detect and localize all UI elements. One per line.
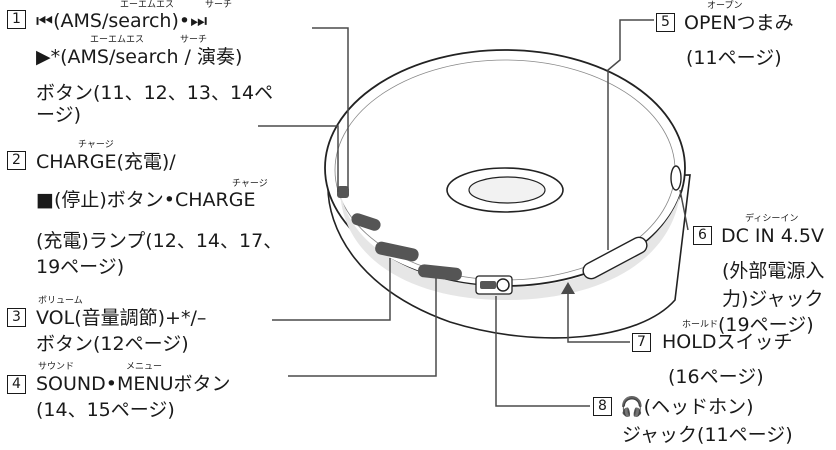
button-4-shape — [417, 264, 462, 281]
callout-4-line-1: SOUND•MENUボタン — [36, 373, 231, 395]
leader-line-3 — [272, 258, 391, 321]
arrow-up-icon — [561, 282, 575, 294]
callout-1-line-1: ⏮(AMS/search)•⏭ — [36, 10, 208, 32]
callout-3-line-1: VOL(音量調節)+*/– — [36, 307, 207, 329]
open-latch-shape — [582, 236, 648, 280]
callout-7-ruby-hold: ホールド — [682, 320, 719, 330]
button-3-shape — [375, 241, 419, 262]
jack-hole — [496, 278, 510, 292]
leader-line-5 — [607, 19, 654, 250]
callout-7-number: 7 — [632, 333, 651, 352]
callout-1-ruby-ams-2: エーエムエス — [90, 35, 145, 45]
leader-line-4 — [288, 278, 437, 377]
callout-8-line-1: 🎧(ヘッドホン) — [620, 396, 754, 418]
callout-1-ruby-search-2: サーチ — [180, 35, 208, 45]
leader-line-1 — [312, 27, 349, 188]
callout-4-ruby-menu: メニュー — [126, 362, 163, 372]
callout-1-line-4: ージ) — [36, 104, 82, 126]
callout-2-ruby-charge: チャージ — [78, 140, 114, 150]
callout-1-ruby-ams: エーエムエス — [120, 0, 175, 10]
callout-4-line-2: (14、15ページ) — [36, 399, 175, 421]
callout-6-line-4: (19ページ) — [718, 314, 814, 336]
callout-6-line-1: DC IN 4.5V — [721, 225, 825, 247]
dc-in-jack — [670, 165, 682, 191]
callout-6-line-3: 力)ジャック — [722, 288, 824, 310]
callout-8-number: 8 — [593, 397, 612, 416]
callout-2-line-1: CHARGE(充電)/ — [36, 151, 176, 173]
callout-1-line-2: ▶*(AMS/search / 演奏) — [36, 46, 243, 68]
callout-2-line-3: (充電)ランプ(12、14、17、 — [36, 230, 283, 252]
callout-1-number: 1 — [7, 10, 26, 29]
button-2-shape — [351, 213, 381, 231]
callout-2-ruby-charge-2: チャージ — [232, 179, 268, 189]
callout-1-line-3: ボタン(11、12、13、14ペ — [36, 82, 274, 104]
callout-2-line-2: ■(停止)ボタン•CHARGE — [36, 189, 256, 211]
callout-2-number: 2 — [7, 151, 26, 170]
hold-switch-shape — [480, 281, 496, 289]
callout-3-line-2: ボタン(12ページ) — [36, 333, 189, 355]
callout-6-number: 6 — [693, 226, 712, 245]
callout-1-ruby-search: サーチ — [205, 0, 233, 10]
callout-5-ruby-open: オープン — [707, 1, 743, 11]
callout-5-line-1: OPENつまみ — [684, 12, 794, 34]
leader-line-8 — [495, 296, 590, 407]
callout-2-line-4: 19ページ) — [36, 256, 125, 278]
leader-line-6 — [679, 189, 689, 231]
callout-3-number: 3 — [7, 308, 26, 327]
callout-8-line-2: ジャック(11ページ) — [622, 424, 793, 446]
callout-4-ruby-sound: サウンド — [38, 362, 75, 372]
callout-5-line-2: (11ページ) — [686, 47, 782, 69]
callout-7-line-1: HOLDスイッチ — [662, 331, 793, 353]
callout-7-line-2: (16ページ) — [668, 366, 764, 388]
callout-3-ruby-vol: ボリューム — [38, 296, 83, 306]
leader-line-2 — [258, 125, 339, 192]
callout-5-number: 5 — [656, 13, 675, 32]
callout-4-number: 4 — [7, 375, 26, 394]
leader-line-7 — [567, 292, 630, 343]
button-1-shape — [337, 186, 349, 198]
callout-6-line-2: (外部電源入 — [722, 260, 825, 282]
callout-6-ruby-dcin: ディシーイン — [745, 214, 799, 224]
cd-window-inner — [468, 176, 546, 204]
